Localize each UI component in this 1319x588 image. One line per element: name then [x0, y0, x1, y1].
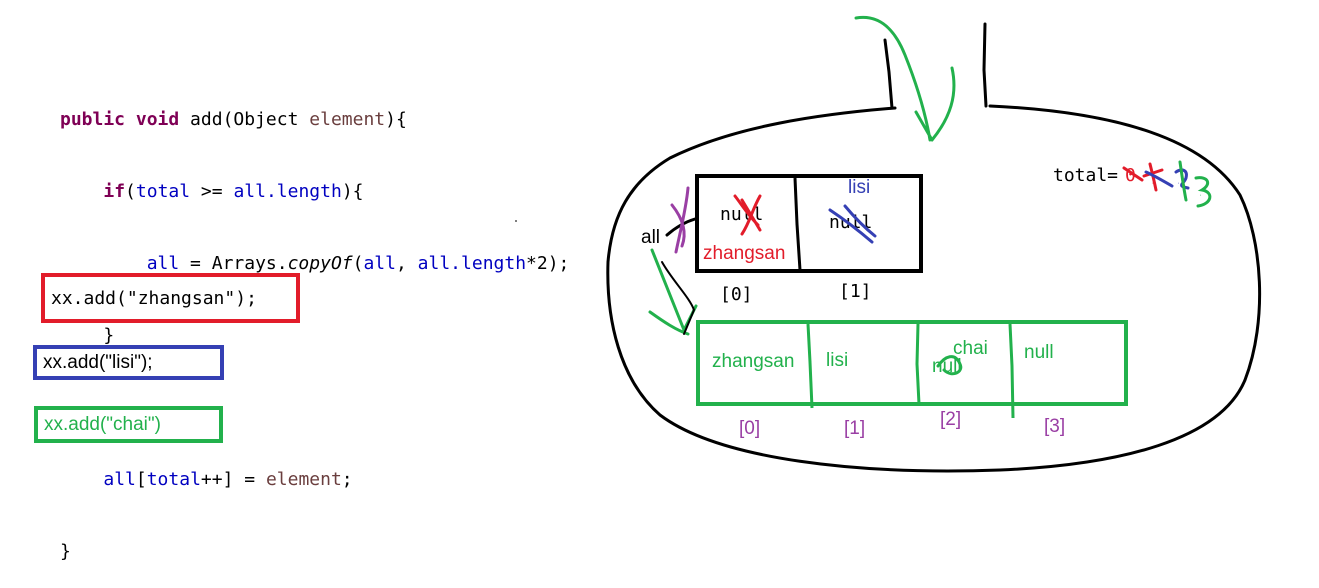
stray-dot [515, 220, 517, 222]
small-index-1: [1] [839, 281, 872, 302]
big-array: zhangsan lisi null chai null [0] [1] [2]… [696, 320, 1128, 439]
small-cell-0-value: zhangsan [703, 243, 785, 264]
code-line-7: } [60, 541, 71, 562]
call-add-chai: xx.add("chai") [34, 406, 223, 443]
big-cell-0: zhangsan [712, 351, 794, 372]
small-array-frame [695, 174, 923, 273]
total-value-2-strike [1178, 160, 1188, 202]
big-cell-2: null [932, 356, 962, 377]
code-block: public void add(Object element){ if(tota… [60, 60, 569, 588]
code-line-4: } [103, 325, 115, 346]
big-cell-3: null [1024, 342, 1054, 363]
total-value-3: 3 [1200, 195, 1202, 197]
big-array-divider-2 [915, 323, 921, 405]
small-cell-0-strike [733, 194, 762, 236]
code-line-1: public void add(Object element){ [60, 109, 407, 130]
big-array-frame [696, 320, 1128, 406]
all-old-pointer-strike [670, 186, 690, 254]
all-pointer-shadow [661, 261, 696, 335]
total-label: total= [1053, 165, 1118, 186]
big-cell-2-chai: chai [953, 338, 988, 359]
code-line-6: all[total++] = element; [103, 469, 353, 490]
small-cell-1-strike [828, 204, 877, 244]
call-add-lisi: xx.add("lisi"); [33, 345, 224, 380]
heap-outline [606, 104, 1262, 473]
big-cell-1: lisi [826, 350, 848, 371]
total-counter: total= 0 1 2 3 [1053, 160, 1212, 208]
big-index-2: [2] [940, 409, 961, 430]
total-value-0: 0 [1125, 165, 1136, 186]
chimney-left [883, 38, 894, 110]
memory-diagram: null zhangsan null lisi [0] [1] all zhan… [515, 15, 1262, 473]
big-array-divider-1 [806, 323, 814, 409]
chimney-right [982, 22, 988, 108]
total-value-3-mark [1194, 176, 1212, 208]
small-index-0: [0] [720, 284, 753, 305]
all-label: all [641, 227, 660, 248]
small-cell-1-value: lisi [848, 177, 870, 198]
total-value-1: 1 [1152, 183, 1154, 185]
big-index-0: [0] [739, 418, 760, 439]
big-index-1: [1] [844, 418, 865, 439]
big-index-3: [3] [1044, 416, 1065, 437]
code-line-3: all = Arrays.copyOf(all, all.length*2); [146, 253, 570, 274]
total-value-0-strike [1122, 166, 1144, 182]
green-entry-arrow [854, 15, 956, 142]
big-cell-2-strike [936, 355, 963, 376]
small-array: null zhangsan null lisi [0] [1] [695, 174, 923, 305]
call-add-zhangsan: xx.add("zhangsan"); [41, 273, 300, 323]
total-value-2: 2 [1178, 183, 1180, 185]
total-value-1-strike [1144, 170, 1174, 188]
small-array-divider [793, 177, 802, 271]
big-array-divider-3 [1008, 323, 1015, 419]
code-line-2: if(total >= all.length){ [103, 181, 364, 202]
